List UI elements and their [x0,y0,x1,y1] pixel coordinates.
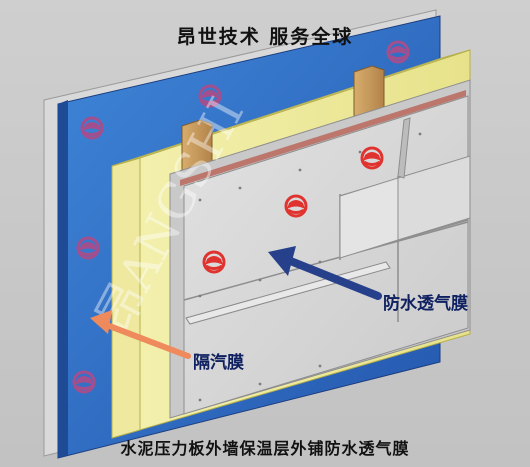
waterproof-membrane-label: 防水透气膜 [383,294,468,314]
arrow-head-icon [90,310,112,334]
page-title: 昂世技术 服务全球 [176,26,354,48]
waterproof-arrow [268,246,382,300]
diagram-caption: 水泥压力板外墙保温层外铺防水透气膜 [120,439,410,458]
vapor-barrier-label: 隔汽膜 [193,353,244,373]
arrow-icon [101,321,191,359]
cement-board [169,79,471,419]
arrow-head-icon [268,246,296,276]
vapor-barrier-arrow [90,310,191,359]
arrow-icon [284,256,382,300]
